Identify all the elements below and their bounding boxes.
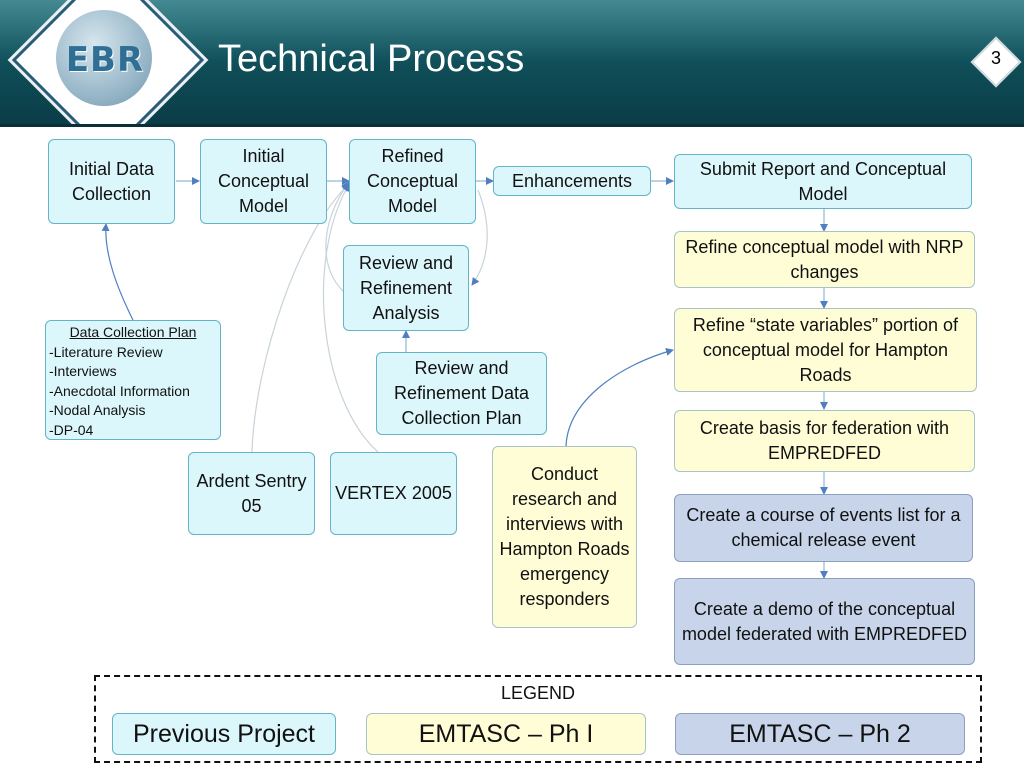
node-vertex: VERTEX 2005 xyxy=(330,452,457,535)
node-refine-state-variables: Refine “state variables” portion of conc… xyxy=(674,308,977,392)
arrow-rcm-to-analysis xyxy=(471,189,488,286)
legend-title: LEGEND xyxy=(500,683,576,703)
node-initial-data-collection: Initial Data Collection xyxy=(48,139,175,224)
legend: LEGEND Previous Project EMTASC – Ph I EM… xyxy=(94,675,982,763)
list-item: -Anecdotal Information xyxy=(49,382,190,399)
legend-item-phase-1: EMTASC – Ph I xyxy=(366,713,646,755)
list-item: -DP-04 xyxy=(49,421,94,438)
node-course-of-events: Create a course of events list for a che… xyxy=(674,494,973,562)
page-title: Technical Process xyxy=(218,38,525,80)
node-conduct-research: Conduct research and interviews with Ham… xyxy=(492,446,637,628)
node-demo: Create a demo of the conceptual model fe… xyxy=(674,578,975,665)
list-item: -Nodal Analysis xyxy=(49,402,146,418)
arrow-vertex-to-rcm xyxy=(322,183,379,453)
logo-text: EBR xyxy=(65,40,145,80)
data-collection-plan-title: Data Collection Plan xyxy=(69,324,197,340)
arrow-research-to-state xyxy=(565,348,674,447)
node-submit-report: Submit Report and Conceptual Model xyxy=(674,154,972,209)
arrow-ardent-to-rcm xyxy=(251,183,350,453)
node-refined-conceptual-model: Refined Conceptual Model xyxy=(349,139,476,224)
node-ardent-sentry: Ardent Sentry 05 xyxy=(188,452,315,535)
node-refine-nrp: Refine conceptual model with NRP changes xyxy=(674,231,975,288)
legend-item-phase-2: EMTASC – Ph 2 xyxy=(675,713,965,755)
arrow-analysis-to-rcm xyxy=(325,181,350,293)
page-number: 3 xyxy=(990,48,1001,68)
node-create-basis: Create basis for federation with EMPREDF… xyxy=(674,410,975,472)
logo-globe-icon xyxy=(56,10,152,106)
header-banner: EBR Technical Process 3 xyxy=(0,0,1024,127)
data-collection-plan: Data Collection Plan -Literature Review … xyxy=(45,320,221,440)
list-item: -Literature Review xyxy=(49,343,163,360)
node-review-refinement-dcp: Review and Refinement Data Collection Pl… xyxy=(376,352,547,435)
legend-item-previous-project: Previous Project xyxy=(112,713,336,755)
node-review-refinement-analysis: Review and Refinement Analysis xyxy=(343,245,469,331)
node-initial-conceptual-model: Initial Conceptual Model xyxy=(200,139,327,224)
list-item: -Interviews xyxy=(49,363,117,379)
arrow-dcp-to-idc xyxy=(101,223,134,321)
node-enhancements: Enhancements xyxy=(493,166,651,196)
